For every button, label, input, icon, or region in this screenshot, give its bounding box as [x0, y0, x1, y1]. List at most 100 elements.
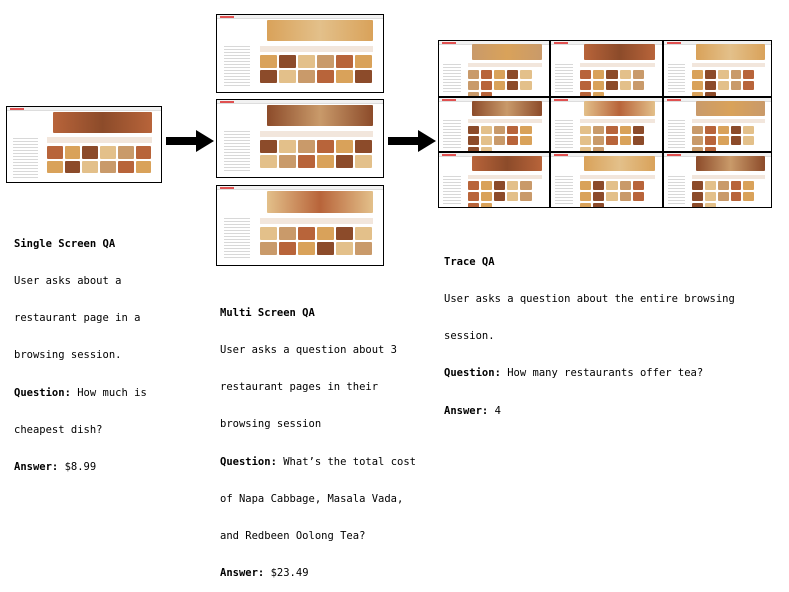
dish-thumbnail: [730, 136, 742, 146]
dish-thumbnail: [480, 181, 493, 191]
hero-image: [53, 111, 152, 133]
dish-thumbnail: [717, 69, 729, 79]
hero-image: [266, 104, 374, 127]
multi-question-label: Question:: [220, 455, 277, 468]
dish-thumbnail: [467, 91, 479, 96]
site-logo: [442, 98, 456, 101]
info-row: [579, 63, 656, 68]
multi-answer-value: $23.49: [264, 567, 309, 580]
dish-thumbnail: [47, 146, 63, 159]
dish-thumbnail: [730, 69, 742, 79]
dish-grid: [467, 181, 543, 207]
dish-thumbnail: [619, 125, 632, 135]
dish-thumbnail: [579, 125, 592, 135]
dish-thumbnail: [606, 125, 618, 135]
dish-thumbnail: [691, 91, 703, 96]
dish-thumbnail: [467, 147, 479, 151]
dish-thumbnail: [606, 192, 618, 202]
dish-thumbnail: [480, 136, 493, 146]
info-row: [579, 174, 656, 179]
dish-thumbnail: [593, 69, 605, 79]
multi-screen-thumbnail-2: [216, 99, 384, 178]
single-screen-thumbnail: [6, 106, 162, 183]
dish-thumbnail: [743, 181, 755, 191]
dish-thumbnail: [579, 147, 592, 151]
dish-thumbnail: [494, 181, 506, 191]
dish-thumbnail: [619, 136, 632, 146]
dish-thumbnail: [704, 69, 716, 79]
sidebar-menu: [555, 61, 574, 93]
hero-image: [472, 101, 543, 116]
dish-thumbnail: [507, 181, 519, 191]
single-question-1: How much is: [70, 386, 147, 399]
dish-thumbnail: [730, 125, 742, 135]
dish-thumbnail: [354, 55, 372, 68]
browser-topbar: [217, 15, 383, 19]
dish-grid: [579, 69, 655, 96]
dish-thumbnail: [260, 140, 278, 153]
dish-thumbnail: [717, 181, 729, 191]
trace-caption: Trace QA User asks a question about the …: [444, 231, 735, 430]
single-screen-caption: Single Screen QA User asks about a resta…: [14, 213, 147, 486]
dish-thumbnail: [64, 146, 81, 159]
site-logo: [667, 98, 681, 101]
dish-grid: [47, 146, 152, 175]
dish-thumbnail: [520, 80, 532, 90]
multi-desc-2: restaurant pages in their: [220, 381, 379, 394]
hero-image: [584, 44, 656, 60]
dish-thumbnail: [579, 136, 592, 146]
sidebar-menu: [223, 129, 251, 173]
hero-image: [266, 190, 374, 213]
dish-thumbnail: [633, 80, 645, 90]
sidebar-menu: [555, 173, 574, 204]
dish-thumbnail: [100, 160, 116, 174]
trace-screen-r2c2: [550, 97, 663, 152]
info-row: [467, 119, 543, 124]
hero-image: [584, 101, 656, 116]
dish-thumbnail: [279, 140, 296, 153]
dish-thumbnail: [279, 227, 296, 241]
dish-thumbnail: [593, 181, 605, 191]
dish-thumbnail: [480, 80, 493, 90]
dish-thumbnail: [743, 125, 755, 135]
info-row: [691, 63, 765, 68]
dish-thumbnail: [316, 242, 334, 256]
site-logo: [442, 153, 456, 156]
dish-thumbnail: [298, 140, 315, 153]
dish-thumbnail: [467, 125, 479, 135]
dish-thumbnail: [730, 181, 742, 191]
hero-image: [584, 156, 656, 172]
trace-desc-1: User asks a question about the entire br…: [444, 293, 735, 306]
dish-thumbnail: [480, 69, 493, 79]
trace-screen-r2c1: [438, 97, 550, 152]
dish-thumbnail: [606, 181, 618, 191]
dish-thumbnail: [579, 203, 592, 207]
dish-thumbnail: [691, 181, 703, 191]
dish-thumbnail: [507, 136, 519, 146]
dish-thumbnail: [467, 192, 479, 202]
dish-thumbnail: [730, 80, 742, 90]
dish-thumbnail: [354, 140, 372, 153]
dish-thumbnail: [260, 227, 278, 241]
multi-screen-thumbnail-3: [216, 185, 384, 266]
dish-thumbnail: [117, 146, 134, 159]
dish-thumbnail: [494, 69, 506, 79]
sidebar-menu: [668, 173, 686, 204]
single-desc-1: User asks about a: [14, 275, 122, 288]
info-row: [467, 63, 543, 68]
info-row: [467, 174, 543, 179]
sidebar-menu: [443, 173, 461, 204]
dish-grid: [691, 125, 765, 151]
single-desc-2: restaurant page in a: [14, 312, 141, 325]
dish-thumbnail: [354, 242, 372, 256]
sidebar-menu: [668, 61, 686, 93]
dish-thumbnail: [691, 80, 703, 90]
dish-thumbnail: [704, 136, 716, 146]
dish-grid: [579, 125, 655, 151]
trace-title: Trace QA: [444, 255, 495, 268]
dish-grid: [260, 140, 373, 169]
dish-thumbnail: [743, 69, 755, 79]
site-logo: [554, 98, 568, 101]
dish-thumbnail: [279, 69, 296, 83]
dish-thumbnail: [298, 69, 315, 83]
